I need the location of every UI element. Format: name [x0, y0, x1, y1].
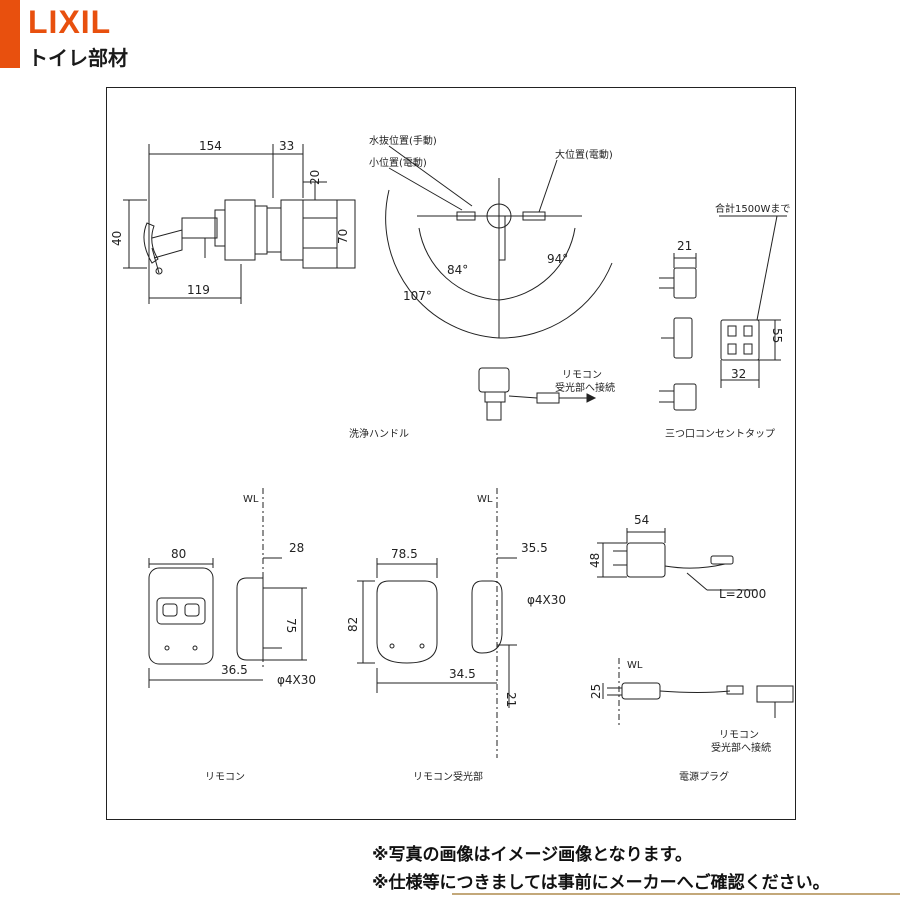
wl-receiver: WL — [477, 494, 493, 505]
dim-119: 119 — [187, 283, 210, 297]
receiver-drawing — [357, 488, 517, 758]
dim-54: 54 — [634, 513, 649, 527]
dim-36-5: 36.5 — [221, 663, 248, 677]
dim-20: 20 — [308, 170, 322, 185]
outlet-tap-drawing — [659, 215, 787, 411]
dim-154: 154 — [199, 139, 222, 153]
dim-33: 33 — [279, 139, 294, 153]
caption-receiver: リモコン受光部 — [413, 770, 483, 783]
label-drain-manual: 水抜位置(手動) — [369, 134, 437, 147]
dim-35-5: 35.5 — [521, 541, 548, 555]
screw-receiver: φ4X30 — [527, 593, 566, 607]
outlet-total-note: 合計1500Wまで — [715, 202, 790, 215]
dim-78-5: 78.5 — [391, 547, 418, 561]
caption-remote: リモコン — [205, 772, 245, 783]
dim-32: 32 — [731, 367, 746, 381]
handle-labels: 154 33 20 40 70 119 水抜位置(手動) 小位置(電動) 大位置… — [110, 134, 615, 440]
angle-84: 84° — [447, 263, 468, 277]
brand-category: トイレ部材 — [28, 46, 128, 70]
dim-28: 28 — [289, 541, 304, 555]
dim-82: 82 — [346, 617, 360, 632]
connect-note-line2: 受光部へ接続 — [555, 381, 615, 394]
outlet-tap-labels: 合計1500Wまで 21 55 32 三つ口コンセントタップ — [665, 202, 790, 440]
note-spec-confirm: ※仕様等につきましては事前にメーカーへご確認ください。 — [372, 873, 830, 893]
dim-70: 70 — [336, 229, 350, 244]
brand-logo: LIXIL — [28, 4, 112, 40]
remote-drawing — [148, 488, 307, 688]
handle-rotation-diagram — [385, 145, 613, 339]
handle-side-view — [143, 199, 356, 275]
connect-note-line1: リモコン — [562, 370, 602, 381]
dim-48: 48 — [588, 553, 602, 568]
label-small-electric: 小位置(電動) — [369, 156, 427, 169]
dim-40: 40 — [110, 231, 124, 246]
cord-length: L=2000 — [719, 587, 766, 601]
power-plug-drawing — [597, 528, 794, 728]
angle-107: 107° — [403, 289, 432, 303]
screw-remote: φ4X30 — [277, 673, 316, 687]
plug-connect-line2: 受光部へ接続 — [711, 741, 771, 754]
label-large-electric: 大位置(電動) — [555, 148, 613, 161]
plug-connect-line1: リモコン — [719, 730, 759, 741]
caption-handle: 洗浄ハンドル — [349, 427, 409, 440]
wl-remote: WL — [243, 494, 259, 505]
dim-21-tap: 21 — [677, 239, 692, 253]
note-image-disclaimer: ※写真の画像はイメージ画像となります。 — [372, 845, 692, 865]
brand-accent-bar — [0, 0, 20, 68]
wl-plug: WL — [627, 660, 643, 671]
caption-outlet-tap: 三つ口コンセントタップ — [665, 428, 775, 440]
connector-cable — [478, 367, 597, 421]
dim-75: 75 — [284, 618, 298, 633]
note-underline — [452, 893, 900, 895]
angle-94: 94° — [547, 252, 568, 266]
dim-80: 80 — [171, 547, 186, 561]
dim-25: 25 — [589, 684, 603, 699]
caption-power-plug: 電源プラグ — [679, 770, 729, 783]
power-plug-labels: 54 48 L=2000 WL 25 リモコン 受光部へ接続 電源プラグ — [588, 513, 771, 783]
dim-34-5: 34.5 — [449, 667, 476, 681]
remote-labels: WL 80 28 75 36.5 φ4X30 リモコン — [171, 494, 316, 783]
technical-drawing: 154 33 20 40 70 119 水抜位置(手動) 小位置(電動) 大位置… — [106, 87, 796, 820]
receiver-labels: WL 78.5 35.5 82 φ4X30 34.5 21 リモコン受光部 — [346, 494, 566, 783]
dim-55: 55 — [770, 328, 784, 343]
dim-21-receiver: 21 — [504, 692, 518, 707]
